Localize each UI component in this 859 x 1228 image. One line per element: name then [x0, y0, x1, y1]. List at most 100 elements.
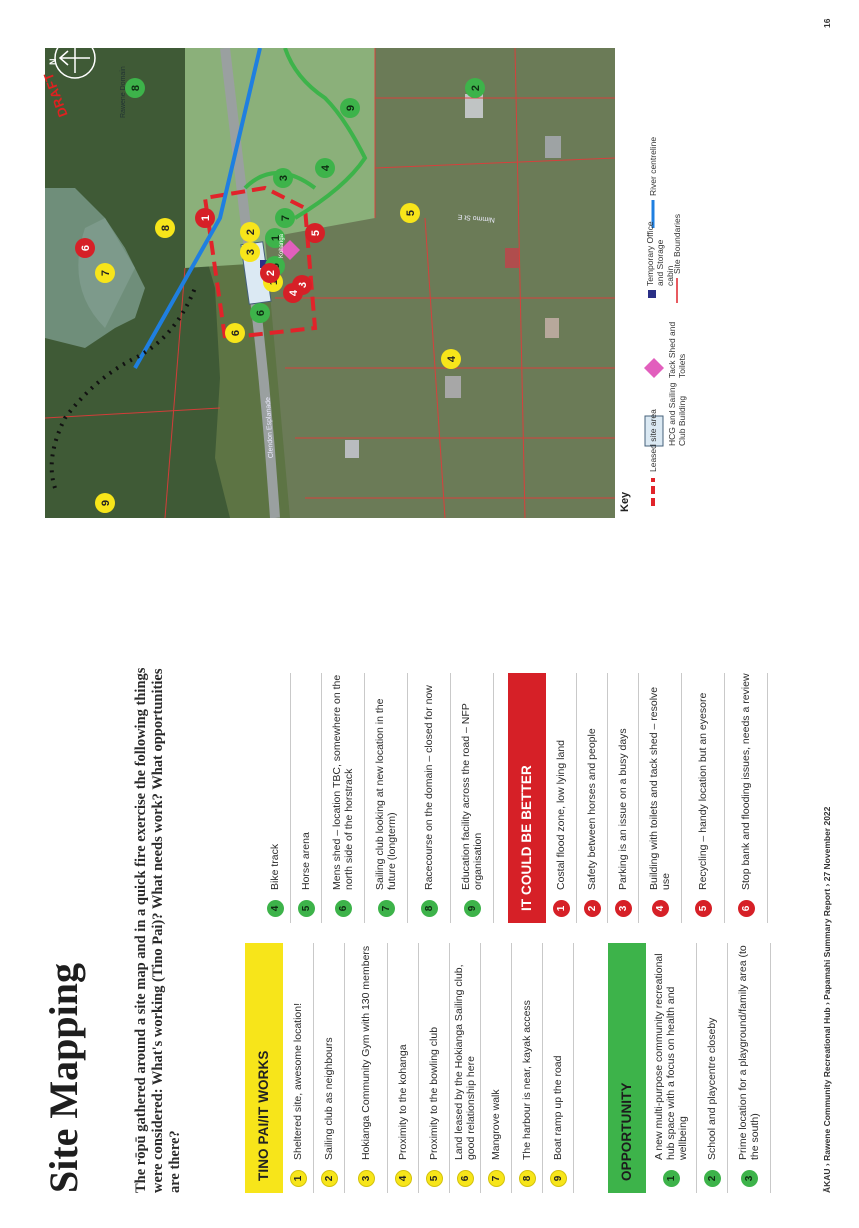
number-badge: 9 — [463, 900, 481, 917]
number-badge: 6 — [334, 900, 352, 917]
number-badge: 5 — [425, 1170, 443, 1187]
map-legend: Key Leased site area HCG and Sailing Clu… — [615, 48, 810, 518]
better-heading: IT COULD BE BETTER — [508, 673, 546, 923]
opportunity-heading: OPPORTUNITY — [608, 943, 646, 1193]
footer: ĀKAU › Rawene Community Recreational Hub… — [822, 806, 832, 1193]
list-item-text: Land leased by the Hokianga Sailing club… — [453, 964, 477, 1160]
map-marker-yellow-7: 7 — [100, 270, 112, 276]
list-item: 1 A new multi-purpose community recreatio… — [646, 943, 697, 1193]
list-item: 7 Mangrove walk — [481, 943, 512, 1193]
map-marker-yellow-6: 6 — [230, 330, 242, 336]
spacer — [494, 673, 508, 923]
street-label: Nimmo St E — [457, 213, 495, 223]
legend-item: Leased site area — [648, 409, 658, 472]
map-marker-red-4: 4 — [288, 289, 300, 296]
map-marker-yellow-3: 3 — [245, 249, 257, 255]
north-compass: N — [48, 33, 105, 83]
number-badge: 4 — [651, 900, 669, 917]
domain-label: Rawene Domain — [120, 66, 127, 118]
list-item-text: Proximity to the kohanga — [397, 1044, 409, 1160]
number-badge: 6 — [456, 1170, 474, 1187]
list-item-text: Mangrove walk — [490, 1089, 502, 1160]
number-badge: 5 — [694, 900, 712, 917]
legend-item: HCG and Sailing Club Building — [667, 382, 687, 446]
list-item: 6 Land leased by the Hokianga Sailing clu… — [450, 943, 481, 1193]
number-badge: 9 — [549, 1170, 567, 1187]
map-marker-green-4: 4 — [320, 164, 332, 171]
page-intro: The rōpū gathered around a site map and … — [133, 667, 183, 1193]
page-number: 16 — [822, 18, 832, 28]
list-item-text: Costal flood zone, low lying land — [555, 739, 567, 890]
legend-item: River centreline — [648, 136, 658, 196]
list-item-text: Stop bank and flooding issues, needs a r… — [740, 673, 752, 890]
number-badge: 1 — [289, 1170, 307, 1187]
map-marker-red-2: 2 — [265, 270, 277, 276]
list-item-text: Sailing club as neighbours — [323, 1037, 335, 1160]
map-marker-green-1: 1 — [270, 235, 282, 241]
list-item-text: Safety between horses and people — [586, 728, 598, 890]
map-marker-green-6: 6 — [255, 310, 267, 316]
map-marker-yellow-8: 8 — [160, 225, 172, 231]
list-item-text: School and playcentre closeby — [706, 1017, 718, 1160]
legend-item: Site Boundaries — [672, 213, 682, 274]
list-item: 9 Education facility across the road – NF… — [451, 673, 494, 923]
list-item-text: A new multi-purpose community recreation… — [653, 953, 689, 1160]
list-item: 2 Safety between horses and people — [577, 673, 608, 923]
list-item: 5 Horse arena — [291, 673, 322, 923]
tino-pai-heading: TINO PAI/IT WORKS — [245, 943, 283, 1193]
map-marker-red-3: 3 — [297, 282, 309, 288]
number-badge: 8 — [518, 1170, 536, 1187]
list-item-text: Recycling – handy location but an eyesor… — [697, 692, 709, 890]
map-marker-green-7: 7 — [280, 215, 292, 221]
map-marker-green-8: 8 — [130, 85, 142, 91]
map-marker-yellow-5: 5 — [405, 210, 417, 216]
kohanga-label: Kohanga — [279, 233, 285, 258]
map-marker-green-9: 9 — [345, 105, 357, 111]
list-item-text: Education facility across the road – NFP… — [460, 703, 484, 890]
number-badge: 4 — [394, 1170, 412, 1187]
number-badge: 3 — [740, 1170, 758, 1187]
page-title: Site Mapping — [41, 962, 86, 1193]
map-marker-green-3: 3 — [278, 175, 290, 181]
number-badge: 7 — [487, 1170, 505, 1187]
map-marker-red-1: 1 — [200, 215, 212, 221]
list-item: 2 Sailing club as neighbours — [314, 943, 345, 1193]
list-item: 4 Proximity to the kohanga — [388, 943, 419, 1193]
number-badge: 1 — [662, 1170, 680, 1187]
map-marker-yellow-4: 4 — [446, 355, 458, 362]
list-item: 1 Sheltered site, awesome location! — [283, 943, 314, 1193]
column-tino-pai: TINO PAI/IT WORKS 1 Sheltered site, aweso… — [245, 943, 771, 1193]
number-badge: 5 — [297, 900, 315, 917]
map-marker-yellow-9: 9 — [100, 500, 112, 506]
list-item: 5 Recycling – handy location but an eyeso… — [682, 673, 725, 923]
number-badge: 7 — [377, 900, 395, 917]
list-item-text: Sailing club looking at new location in … — [374, 698, 398, 890]
spacer — [574, 943, 608, 1193]
number-badge: 2 — [583, 900, 601, 917]
site-map[interactable]: 1 2 3 4 5 6 7 8 9 1 3 4 5 6 7 8 9 2 — [45, 48, 615, 518]
list-item-text: Bike track — [269, 843, 281, 890]
number-badge: 2 — [320, 1170, 338, 1187]
legend-swatches — [644, 200, 678, 506]
list-item: 5 Proximity to the bowling club — [419, 943, 450, 1193]
list-item: 7 Sailing club looking at new location in… — [365, 673, 408, 923]
number-badge: 4 — [266, 900, 284, 917]
list-item-text: Racecourse on the domain – closed for no… — [423, 685, 435, 890]
list-item-text: Proximity to the bowling club — [428, 1026, 440, 1160]
road-label: Clendon Esplanade — [265, 397, 275, 458]
list-item-text: Horse arena — [300, 832, 312, 890]
list-item-text: Sheltered site, awesome location! — [292, 1002, 304, 1160]
legend-item: Temporary Office and Storage cabin — [645, 221, 675, 286]
map-marker-yellow-2: 2 — [245, 229, 257, 235]
